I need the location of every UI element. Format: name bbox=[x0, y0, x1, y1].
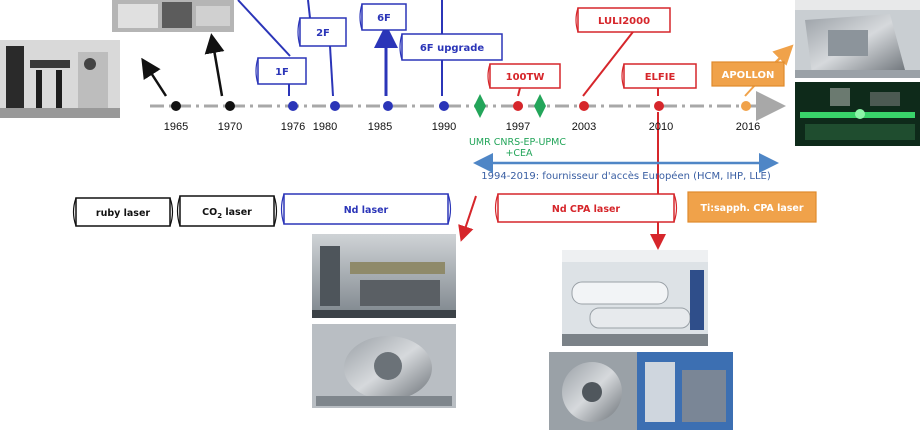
year-label: 1980 bbox=[313, 121, 337, 133]
year-marker-1980: 1980 bbox=[313, 101, 340, 133]
access-text: 1994-2019: fournisseur d'accès Européen … bbox=[481, 170, 771, 182]
diamond-marker-left bbox=[474, 94, 486, 118]
year-label: 1997 bbox=[506, 121, 530, 133]
year-label: 2003 bbox=[572, 121, 596, 133]
year-marker-1970: 1970 bbox=[218, 101, 242, 133]
facility-100tw: 100TW bbox=[487, 63, 561, 89]
facility-apollon: APOLLON bbox=[711, 61, 785, 87]
svg-text:Ti:sapph. CPA laser: Ti:sapph. CPA laser bbox=[700, 203, 803, 214]
year-marker-1965: 1965 bbox=[164, 101, 188, 133]
year-label: 1985 bbox=[368, 121, 392, 133]
laser-type-nd-cpa: Nd CPA laser bbox=[494, 193, 678, 223]
svg-text:100TW: 100TW bbox=[506, 72, 545, 83]
photo-nd-laser-hall bbox=[312, 234, 456, 318]
year-marker-1976: 1976 bbox=[281, 101, 305, 133]
year-label: 2010 bbox=[649, 121, 673, 133]
facility-luli2000: LULI2000 bbox=[575, 7, 671, 33]
svg-text:6F upgrade: 6F upgrade bbox=[420, 43, 485, 54]
year-label: 2016 bbox=[736, 121, 760, 133]
photo-cpa-control-room bbox=[637, 352, 733, 430]
facility-elfie: ELFIE bbox=[621, 63, 697, 89]
year-label: 1965 bbox=[164, 121, 188, 133]
year-marker-2003: 2003 bbox=[572, 101, 596, 133]
photo-nd-target-chamber bbox=[312, 324, 456, 408]
svg-text:ELFIE: ELFIE bbox=[645, 72, 676, 83]
year-label: 1970 bbox=[218, 121, 242, 133]
year-marker-1985: 1985 bbox=[368, 101, 393, 133]
svg-text:LULI2000: LULI2000 bbox=[598, 16, 650, 27]
facility-2f: 2F bbox=[297, 17, 347, 47]
svg-text:Nd CPA laser: Nd CPA laser bbox=[552, 204, 621, 215]
year-marker-2016: 2016 bbox=[736, 101, 760, 133]
svg-text:APOLLON: APOLLON bbox=[722, 70, 775, 81]
laser-type-nd: Nd laser bbox=[280, 193, 452, 225]
svg-text:6F: 6F bbox=[377, 13, 391, 24]
facility-6f-upgrade: 6F upgrade bbox=[399, 33, 503, 61]
year-marker-1990: 1990 bbox=[432, 101, 456, 133]
year-marker-1997: 1997 bbox=[506, 101, 530, 133]
photo-co2-laser bbox=[112, 0, 234, 32]
svg-text:CO2 laser: CO2 laser bbox=[202, 207, 252, 220]
photo-cpa-amplifiers bbox=[562, 250, 708, 346]
facility-1f: 1F bbox=[255, 57, 307, 85]
svg-text:ruby laser: ruby laser bbox=[96, 208, 151, 219]
photo-ruby-laser-lab bbox=[0, 40, 120, 118]
laser-type-tisapph: Ti:sapph. CPA laser bbox=[687, 191, 817, 223]
laser-type-co2: CO2 laser bbox=[176, 195, 278, 227]
svg-text:2F: 2F bbox=[316, 28, 330, 39]
photo-apollon-chamber bbox=[795, 0, 920, 78]
facility-6f: 6F bbox=[359, 3, 407, 31]
photo-apollon-laser-room bbox=[795, 82, 920, 146]
year-label: 1990 bbox=[432, 121, 456, 133]
year-label: 1976 bbox=[281, 121, 305, 133]
diamond-marker-right bbox=[534, 94, 546, 118]
svg-text:Nd laser: Nd laser bbox=[344, 205, 389, 216]
laser-type-ruby: ruby laser bbox=[72, 197, 174, 227]
laboratory-note: UMR CNRS-EP-UPMC +CEA bbox=[469, 137, 569, 159]
photo-cpa-chamber bbox=[549, 352, 637, 430]
svg-text:1F: 1F bbox=[275, 67, 289, 78]
year-marker-2010: 2010 bbox=[649, 101, 673, 133]
